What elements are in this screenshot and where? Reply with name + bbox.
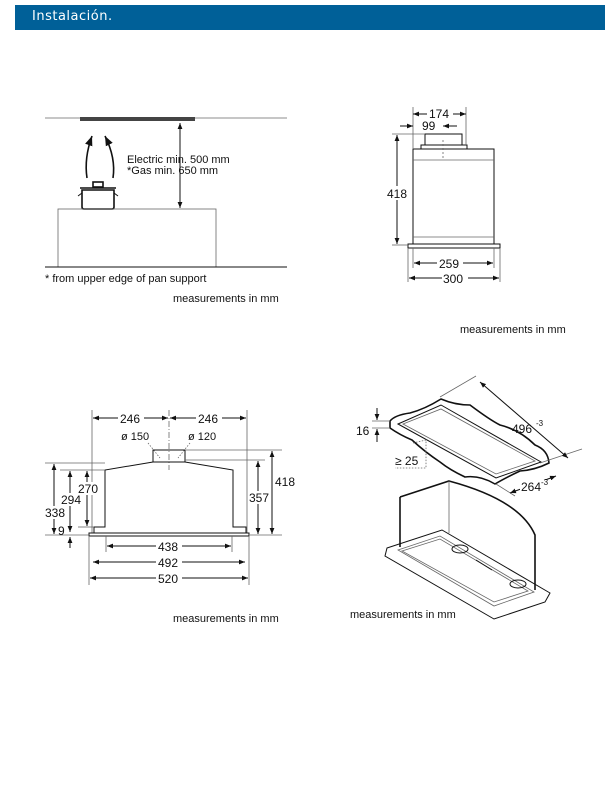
steam-arrow-right <box>104 135 115 179</box>
hood-panel <box>80 117 195 121</box>
units-note: measurements in mm <box>173 613 279 625</box>
dim-174: 174 <box>429 107 449 121</box>
dim-246-left: 246 <box>120 412 140 426</box>
dim-418: 418 <box>275 475 295 489</box>
dim-300: 300 <box>443 272 463 286</box>
dim-492: 492 <box>158 556 178 570</box>
dim-438: 438 <box>158 540 178 554</box>
dim-418: 418 <box>387 187 407 201</box>
dim-16: 16 <box>356 424 370 438</box>
section-header: Instalación. <box>15 5 605 30</box>
footnote: * from upper edge of pan support <box>45 273 206 285</box>
dim-99: 99 <box>422 119 436 133</box>
pot-icon <box>77 181 119 210</box>
dim-diameter-150: ø 150 <box>121 431 149 443</box>
front-view-diagram: 246 246 ø 150 ø 120 418 357 270 294 338 … <box>44 410 295 625</box>
countertop-cutout-edge <box>389 398 550 485</box>
dim-264-tolerance: -3 <box>541 478 549 487</box>
electric-clearance-label: Electric min. 500 mm <box>127 154 230 166</box>
dim-294: 294 <box>61 493 81 507</box>
dim-496-tolerance: -3 <box>536 419 544 428</box>
dim-357: 357 <box>249 491 269 505</box>
dim-338: 338 <box>45 506 65 520</box>
clearance-diagram: Electric min. 500 mm *Gas min. 650 mm * … <box>45 117 287 305</box>
dim-diameter-120: ø 120 <box>188 431 216 443</box>
dim-496: 496 <box>512 422 532 436</box>
steam-arrow-left <box>85 135 93 179</box>
gas-clearance-label: *Gas min. 650 mm <box>127 165 218 177</box>
side-view-diagram: 174 99 418 259 300 measurements in mm <box>386 106 566 336</box>
hood-unit-illustration <box>384 480 551 620</box>
dim-25: ≥ 25 <box>395 454 419 468</box>
outlet <box>424 133 463 146</box>
units-note: measurements in mm <box>460 324 566 336</box>
dim-246-right: 246 <box>198 412 218 426</box>
hood-body <box>93 461 247 533</box>
dim-264: 264 <box>521 480 541 494</box>
units-note: measurements in mm <box>173 293 279 305</box>
dim-9: 9 <box>58 524 65 538</box>
dim-520: 520 <box>158 572 178 586</box>
section-title: Instalación. <box>32 9 113 24</box>
hood-body <box>412 148 495 245</box>
dim-270: 270 <box>78 482 98 496</box>
units-note: measurements in mm <box>350 609 456 621</box>
cutout-isometric-diagram: 496 -3 264 -3 16 ≥ 25 measurements in mm <box>350 375 583 621</box>
cooktop-counter <box>57 208 217 268</box>
dim-259: 259 <box>439 257 459 271</box>
